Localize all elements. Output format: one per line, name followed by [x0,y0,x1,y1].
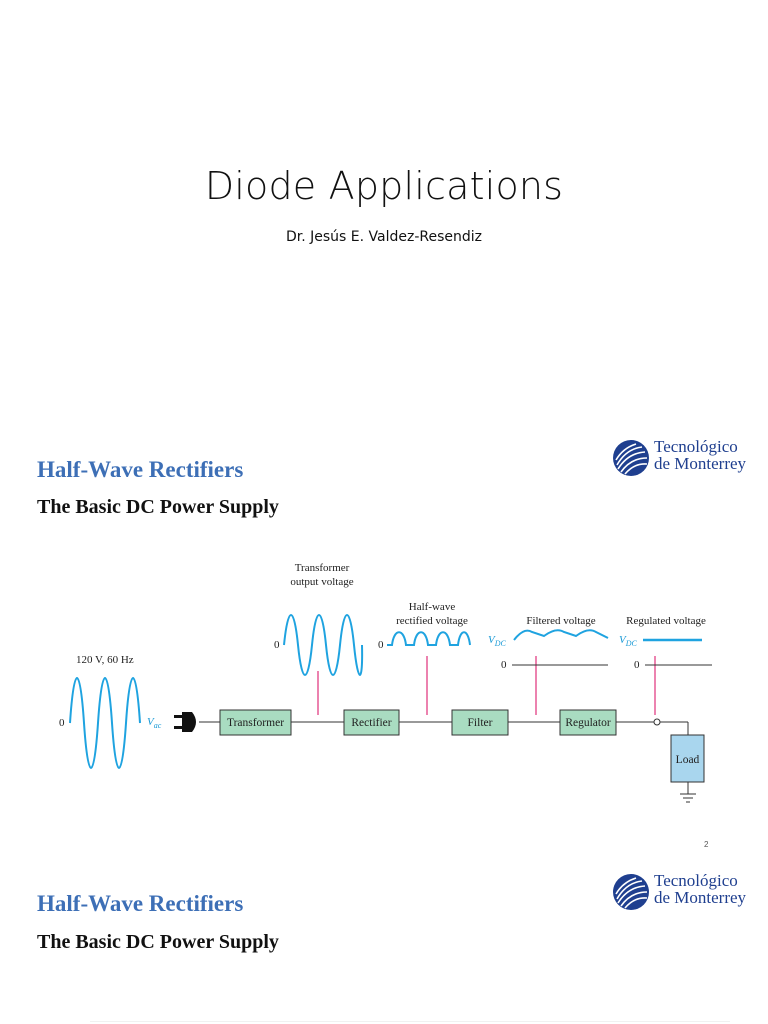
regulated-label: Regulated voltage [626,615,706,627]
ground-icon [680,793,696,803]
tec-globe-icon [613,874,649,910]
tec-monterrey-logo: Tecnológico de Monterrey [612,438,768,482]
presentation-title: Diode Applications [204,164,564,208]
title-slide: Diode Applications Dr. Jesús E. Valdez-R… [0,0,768,420]
filter-block [451,709,509,736]
rectifier-block [343,709,400,736]
logo-line-1: Tecnológico [654,871,738,890]
logo-line-1: Tecnológico [654,437,738,456]
page-number: 2 [704,840,709,849]
filtered-label: Filtered voltage [526,615,595,627]
slide-subheading: The Basic DC Power Supply [37,931,279,953]
transformer-output-wave [283,614,364,676]
filtered-voltage-wave [513,629,609,641]
logo-line-2: de Monterrey [654,454,747,473]
filtered-zero: 0 [501,659,507,671]
tec-monterrey-logo: Tecnológico de Monterrey [612,872,768,916]
ac-source-wave [69,677,141,769]
regulator-block [559,709,617,736]
dc-power-supply-diagram: 120 V, 60 Hz 0 Vac Transformer Rectifier… [59,562,712,803]
slide-subheading: The Basic DC Power Supply [37,496,279,518]
regulated-vdc-label: VDC [619,634,638,648]
halfwave-rectified-wave [387,631,471,646]
transformer-wave-label-1: Transformer [295,562,350,574]
halfwave-zero: 0 [378,639,384,651]
logo-line-2: de Monterrey [654,888,747,907]
transformer-wave-label-2: output voltage [290,576,353,588]
diagram-edge [90,1021,730,1022]
logo-text: Tecnológico de Monterrey [654,438,746,472]
logo-text: Tecnológico de Monterrey [654,872,746,906]
source-label: 120 V, 60 Hz [76,654,134,666]
halfwave-label-1: Half-wave [409,601,456,613]
regulator-label: Regulator [565,717,611,729]
tec-globe-icon [613,440,649,476]
filter-label: Filter [468,717,493,729]
filtered-vdc-label: VDC [488,634,507,648]
regulated-zero: 0 [634,659,640,671]
power-plug-icon [174,712,220,732]
slide-2: Half-Wave Rectifiers The Basic DC Power … [0,420,768,858]
transformer-label: Transformer [227,717,284,729]
source-zero-label: 0 [59,717,65,729]
slide-heading: Half-Wave Rectifiers [37,457,244,482]
slide-heading: Half-Wave Rectifiers [37,891,244,916]
load-label: Load [676,754,700,766]
halfwave-label-2: rectified voltage [396,615,468,627]
slide-3: Half-Wave Rectifiers The Basic DC Power … [0,858,768,1024]
transformer-wave-zero: 0 [274,639,280,651]
vac-label: Vac [147,716,162,730]
author-name: Dr. Jesús E. Valdez-Resendiz [285,229,483,245]
rectifier-label: Rectifier [351,717,391,729]
